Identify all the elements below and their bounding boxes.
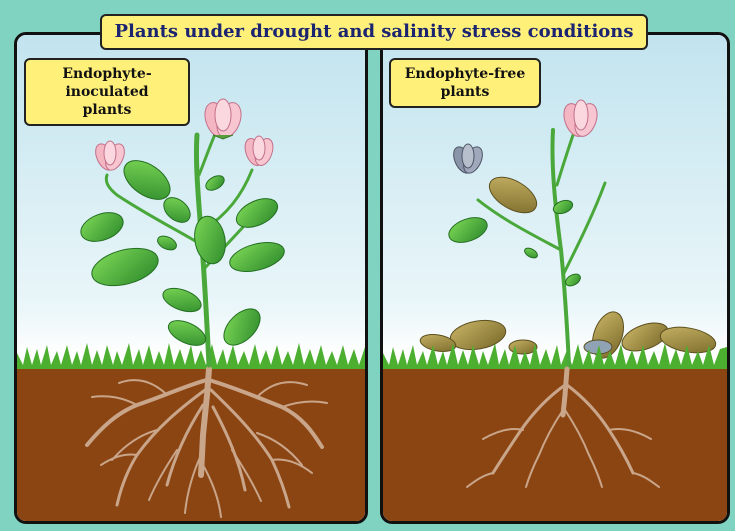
- diagram-title: Plants under drought and salinity stress…: [100, 14, 648, 50]
- label-left-line1: Endophyte-inoculated: [30, 65, 184, 101]
- label-left-line2: plants: [30, 101, 184, 119]
- soil: [17, 365, 365, 521]
- label-endophyte-inoculated: Endophyte-inoculated plants: [24, 58, 190, 126]
- label-endophyte-free: Endophyte-free plants: [389, 58, 541, 108]
- label-right-line2: plants: [395, 83, 535, 101]
- label-right-line1: Endophyte-free: [395, 65, 535, 83]
- soil: [383, 365, 727, 521]
